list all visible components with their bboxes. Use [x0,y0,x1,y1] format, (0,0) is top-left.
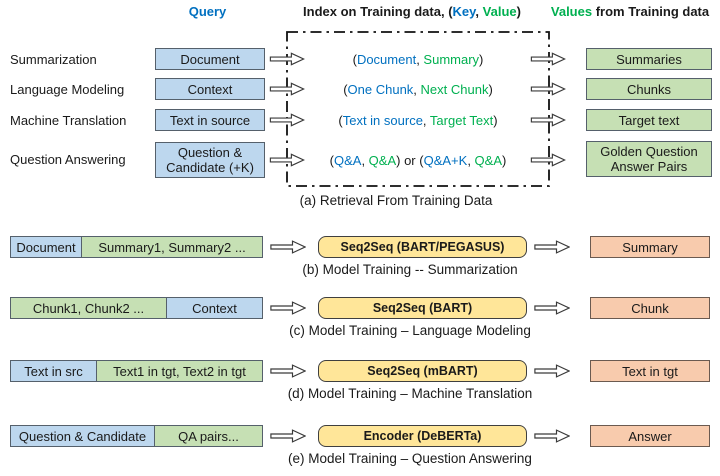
kv-value: Target Text [429,113,494,128]
training-input-question-answering: Question & Candidate QA pairs... [10,425,263,447]
kv-value: Next Chunk [420,82,489,97]
query-box-question-candidate: Question & Candidate (+K) [155,142,265,178]
input-segment-value: Text1 in tgt, Text2 in tgt [97,360,263,382]
caption-training-machine-translation: (d) Model Training – Machine Translation [287,386,533,401]
model-box-language-modeling: Seq2Seq (BART) [318,297,527,319]
kv-text: ) [479,52,484,67]
kv-text: ) [488,82,493,97]
caption-training-summarization: (b) Model Training -- Summarization [302,262,518,277]
kv-pair-question-answering: (Q&A, Q&A) or (Q&A+K, Q&A) [292,153,544,168]
caption-retrieval: (a) Retrieval From Training Data [299,193,493,208]
input-segment-key: Question & Candidate [10,425,155,447]
input-segment-key: Context [167,297,263,319]
arrow-icon [534,363,570,379]
kv-value: Summary [423,52,480,67]
kv-key: Q&A [333,153,362,168]
output-box-chunk: Chunk [590,297,710,319]
kv-text: ) [502,153,507,168]
training-input-machine-translation: Text in src Text1 in tgt, Text2 in tgt [10,360,263,382]
arrow-icon [270,428,306,444]
kv-text: ( [343,82,348,97]
training-input-summarization: Document Summary1, Summary2 ... [10,236,263,258]
kv-key: One Chunk [347,82,414,97]
kv-pair-summarization: (Document, Summary) [292,52,544,67]
task-label-summarization: Summarization [10,52,97,67]
kv-pair-machine-translation: (Text in source, Target Text) [292,113,544,128]
arrow-icon [528,113,568,127]
arrow-icon [270,363,306,379]
index-header-value: Value [482,4,517,19]
training-input-language-modeling: Chunk1, Chunk2 ... Context [10,297,263,319]
kv-text: ( [338,113,343,128]
query-column-header: Query [188,4,227,19]
caption-training-language-modeling: (c) Model Training – Language Modeling [289,323,531,338]
output-box-text-in-tgt: Text in tgt [590,360,710,382]
value-box-target-text: Target text [586,109,712,131]
arrow-icon [534,428,570,444]
kv-text: ) [493,113,498,128]
task-label-language-modeling: Language Modeling [10,82,125,97]
values-header-rest: from Training data [592,4,710,19]
arrow-icon [534,239,570,255]
arrow-icon [270,239,306,255]
index-header-key: Key [452,4,476,19]
input-segment-value: Summary1, Summary2 ... [82,236,263,258]
arrow-icon [270,300,306,316]
kv-text: , [467,153,475,168]
kv-text: , [413,82,421,97]
index-header-suffix: ) [516,4,521,19]
arrow-icon [528,52,568,66]
output-box-summary: Summary [590,236,710,258]
values-header-lead: Values [550,4,593,19]
kv-text: , [422,113,430,128]
input-segment-key: Document [10,236,82,258]
kv-key: Text in source [342,113,423,128]
task-label-question-answering: Question Answering [10,152,126,167]
query-box-document: Document [155,48,265,70]
index-header-prefix: Index on Training data, ( [303,4,453,19]
input-segment-value: Chunk1, Chunk2 ... [10,297,167,319]
values-column-header: Values from Training data [540,4,720,19]
value-box-golden-qa-pairs: Golden Question Answer Pairs [586,141,712,177]
kv-value: Q&A [474,153,503,168]
arrow-icon [528,82,568,96]
arrow-icon [528,153,568,167]
output-box-answer: Answer [590,425,710,447]
kv-text: , [416,52,424,67]
index-dashed-border [286,31,550,187]
kv-pair-language-modeling: (One Chunk, Next Chunk) [292,82,544,97]
kv-text: ( [329,153,334,168]
index-column-header: Index on Training data, (Key, Value) [287,4,537,19]
input-segment-key: Text in src [10,360,97,382]
kv-text: , [361,153,369,168]
kv-text: ) or ( [396,153,424,168]
query-box-context: Context [155,78,265,100]
index-header-sep: , [475,4,483,19]
kv-value: Q&A [368,153,397,168]
model-box-question-answering: Encoder (DeBERTa) [318,425,527,447]
kv-text: ( [352,52,357,67]
value-box-chunks: Chunks [586,78,712,100]
value-box-summaries: Summaries [586,48,712,70]
caption-training-question-answering: (e) Model Training – Question Answering [288,451,532,466]
input-segment-value: QA pairs... [155,425,263,447]
model-box-machine-translation: Seq2Seq (mBART) [318,360,527,382]
arrow-icon [534,300,570,316]
kv-key: Document [356,52,417,67]
model-box-summarization: Seq2Seq (BART/PEGASUS) [318,236,527,258]
task-label-machine-translation: Machine Translation [10,113,127,128]
kv-key: Q&A+K [423,153,468,168]
query-box-text-in-source: Text in source [155,109,265,131]
